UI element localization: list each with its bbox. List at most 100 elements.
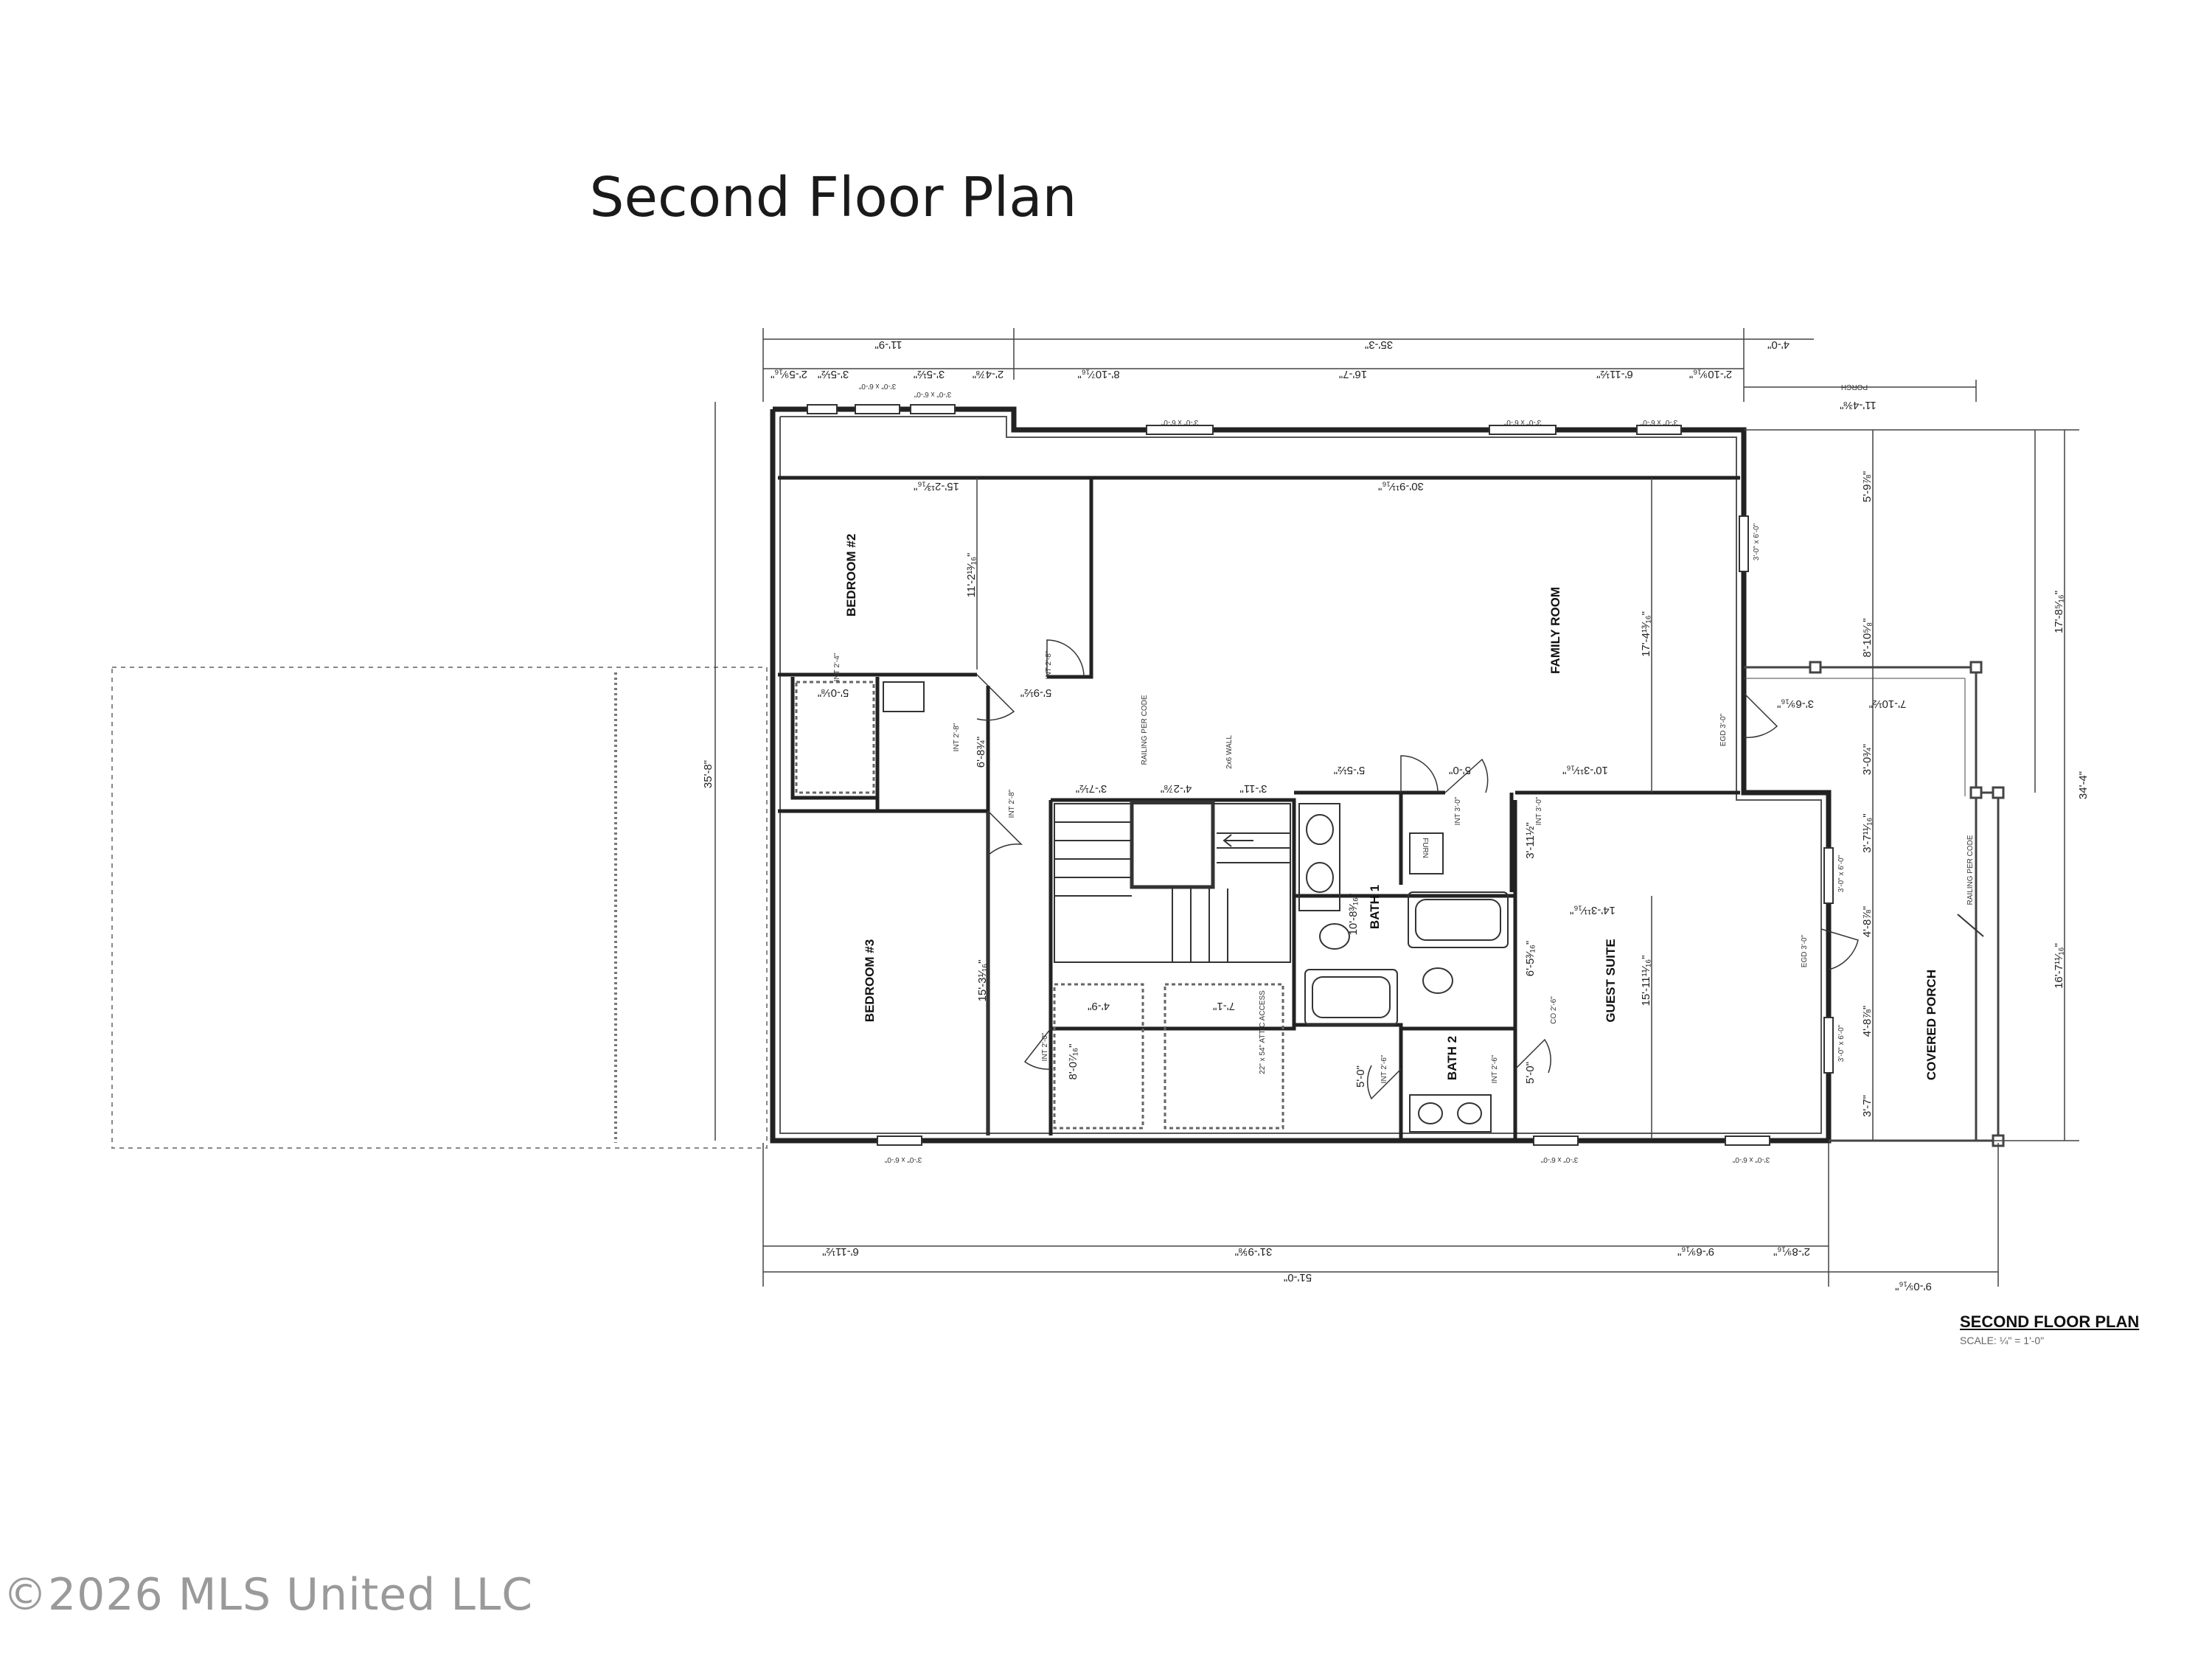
door-label: EGD 3'-0" — [1719, 713, 1728, 746]
dim-r5: 4'-8⅞" — [1861, 906, 1874, 937]
dim-gs-e: 6'-5³⁄₁₆" — [1524, 941, 1537, 976]
plan-label: SECOND FLOOR PLAN — [1960, 1312, 2140, 1331]
dim-bath-b: 5'-0" — [1449, 764, 1471, 776]
dim-r7: 3'-7" — [1861, 1095, 1874, 1117]
dim-p1: 3'-6⁹⁄₁₆" — [1777, 698, 1814, 710]
dim-br3-h: 15'-3¹⁄₁₆" — [976, 960, 989, 1002]
dim-stair1: 3'-7½" — [1076, 782, 1107, 795]
dim-top-3: 4'-0" — [1767, 338, 1790, 351]
covered-porch-label: COVERED PORCH — [1924, 970, 1938, 1080]
dim-fr-w: 30'-9¹¹⁄₁₆" — [1378, 480, 1424, 493]
door-label: EGD 3'-0" — [1801, 934, 1809, 967]
bedroom2-label: BEDROOM #2 — [844, 534, 858, 616]
window-label: 3'-0" x 6'-0" — [914, 390, 951, 398]
railing-note-porch: RAILING PER CODE — [1966, 835, 1975, 905]
dim-gs-c: 3'-11½" — [1524, 822, 1537, 859]
guest-suite-label: GUEST SUITE — [1604, 939, 1618, 1022]
exterior-walls-inner — [779, 416, 1822, 1134]
dim-top-s3: 3'-5½" — [914, 368, 945, 380]
dim-left-total: 35'-8" — [702, 760, 714, 788]
watermark: ©2026 MLS United LLC — [3, 1569, 534, 1621]
door-label: INT 2'-6" — [1380, 1054, 1388, 1083]
dim-rr1: 17'-8⁵⁄₁₆" — [2053, 591, 2065, 633]
dim-top-s2: 3'-5½" — [818, 368, 849, 380]
dim-top-2: 35'-3" — [1365, 338, 1393, 351]
window-label: 3'-0" x 6'-0" — [1540, 1155, 1578, 1164]
dim-b2-e: 5'-0" — [1354, 1065, 1367, 1088]
page-title: Second Floor Plan — [589, 166, 1077, 229]
dim-fr-low: 10'-3¹¹⁄₁₆" — [1562, 764, 1608, 776]
dim-top-s1: 2'-5⁹⁄₁₆" — [771, 368, 807, 380]
dim-bot-total: 51'-0" — [1284, 1271, 1312, 1284]
bath1-label: BATH 1 — [1368, 885, 1382, 929]
family-room-label: FAMILY ROOM — [1548, 587, 1562, 674]
window-label: 3'-0" x 6'-0" — [1161, 418, 1198, 426]
dim-r3: 3'-0¾" — [1861, 744, 1874, 775]
dim-br2-w: 15'-2¹³⁄₁₆" — [914, 480, 959, 493]
dim-br2-h: 11'-2¹³⁄₁₆" — [965, 553, 978, 598]
dim-hall-w: 6'-8¾" — [975, 737, 987, 768]
furn-label: FURN — [1421, 838, 1429, 858]
dim-hall: 5'-9½" — [1020, 686, 1051, 699]
dim-rtotal: 34'-4" — [2077, 771, 2090, 799]
window-label: 3'-0" x 6'-0" — [1640, 418, 1677, 426]
window-label: 3'-0" x 6'-0" — [1732, 1155, 1770, 1164]
dim-cl1: 4'-9" — [1088, 1000, 1110, 1012]
dim-top-s5: 8'-10⁷⁄₁₆" — [1077, 368, 1119, 380]
door-label: INT 2'-8" — [1045, 650, 1053, 679]
plan-scale: SCALE: ¼" = 1'-0" — [1960, 1335, 2045, 1346]
dim-bath-a: 5'-5½" — [1334, 764, 1365, 776]
bath-fixtures — [883, 681, 1509, 1133]
window-label: 3'-0" x 6'-0" — [1837, 855, 1846, 892]
dim-bot-porch: 9'-0⁵⁄₁₆" — [1895, 1280, 1932, 1293]
dim-r2: 8'-10⁵⁄₈" — [1861, 618, 1874, 657]
door-label: INT 3'-0" — [1535, 796, 1543, 825]
dim-top-s8: 2'-10⁹⁄₁₆" — [1689, 368, 1732, 380]
dim-r4: 3'-7¹¹⁄₁₆" — [1861, 813, 1874, 852]
dim-gs-h: 15'-11¹¹⁄₁₆" — [1640, 955, 1652, 1006]
door-label: INT 2'-8" — [1008, 789, 1016, 818]
porch-note: PORCH — [1841, 383, 1868, 391]
dim-bot-3: 9'-6⁹⁄₁₆" — [1677, 1245, 1714, 1258]
dim-bot-1: 6'-11½" — [822, 1245, 859, 1258]
wall-note: 2x6 WALL — [1225, 735, 1234, 769]
dim-top-porch: 11'-4⅜" — [1840, 399, 1877, 411]
window-label: 3'-0" x 6'-0" — [884, 1155, 922, 1164]
dim-rr2: 16'-7¹¹⁄₁₆" — [2053, 943, 2065, 989]
railing-note: RAILING PER CODE — [1141, 695, 1149, 765]
dim-r6: 4'-8⅞" — [1861, 1006, 1874, 1037]
exterior-walls — [770, 406, 1832, 1144]
dim-stair2: 4'-2⅞" — [1161, 782, 1192, 795]
door-label: INT 3'-0" — [1454, 796, 1462, 825]
windows — [807, 404, 1834, 1146]
dim-top-s4: 2'-4⅞" — [973, 368, 1004, 380]
door-label: CO 2'-6" — [1550, 996, 1558, 1024]
dim-bot-4: 2'-8⁹⁄₁₆" — [1773, 1245, 1810, 1258]
door-swings — [976, 639, 1859, 1100]
bedroom3-label: BEDROOM #3 — [863, 939, 877, 1022]
closet-outlines — [795, 681, 1284, 1130]
bath2-label: BATH 2 — [1445, 1036, 1459, 1080]
dim-closet: 5'-0⅛" — [818, 686, 849, 699]
dim-top-1: 11'-9" — [874, 338, 902, 351]
dimension-lines — [714, 328, 2079, 1287]
dim-bath1-h: 10'-8³⁄₁₆" — [1347, 894, 1360, 936]
dim-top-s7: 6'-11½" — [1596, 368, 1633, 380]
window-label: 3'-0" x 6'-0" — [1837, 1024, 1846, 1062]
stair — [1054, 800, 1291, 963]
stair-opening — [1130, 800, 1215, 889]
dim-p2: 7'-10½" — [1869, 698, 1907, 710]
dim-cl2: 8'-0⁷⁄₁₆" — [1067, 1044, 1079, 1080]
dim-gs-w: 14'-3¹¹⁄₁₆" — [1570, 904, 1615, 917]
dim-attic: 7'-1" — [1213, 1000, 1235, 1012]
dim-r1: 5'-9⅞" — [1861, 471, 1874, 502]
attic-note: 22" x 54" ATTIC ACCESS — [1259, 990, 1267, 1074]
door-label: INT 2'-6" — [1491, 1054, 1499, 1083]
window-label: 3'-0" x 6'-0" — [858, 382, 896, 390]
dim-top-s6: 16'-7" — [1339, 368, 1367, 380]
dim-fr-h: 17'-4¹³⁄₁₆" — [1640, 611, 1652, 657]
window-label: 3'-0" x 6'-0" — [1753, 523, 1761, 560]
window-label: 3'-0" x 6'-0" — [1503, 418, 1541, 426]
door-label: INT 2'-0" — [1041, 1032, 1049, 1061]
